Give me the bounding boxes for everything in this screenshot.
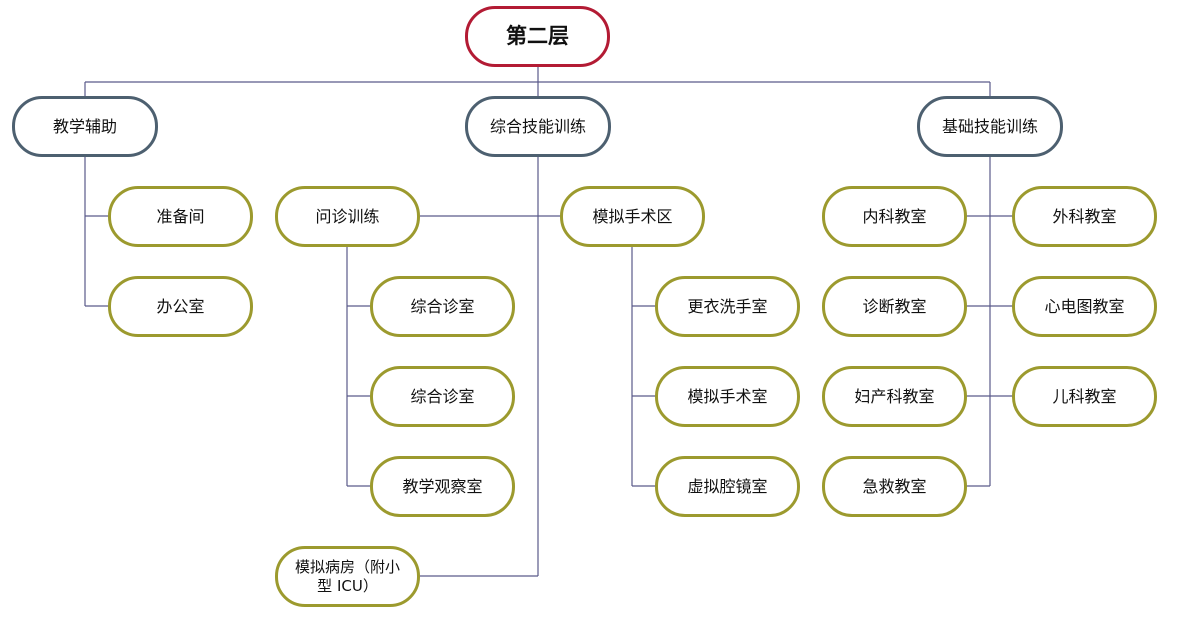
leaf-changing-room-label: 更衣洗手室 [687,296,768,316]
leaf-operating-room-label: 模拟手术室 [687,386,768,406]
leaf-consult-room-1-label: 综合诊室 [410,296,475,316]
leaf-endoscope-room: 虚拟腔镜室 [655,456,800,517]
leaf-surgical: 外科教室 [1012,186,1157,247]
leaf-simulated-ward: 模拟病房（附小 型 ICU） [275,546,420,607]
leaf-observation-room-label: 教学观察室 [402,476,483,496]
leaf-changing-room: 更衣洗手室 [655,276,800,337]
leaf-ecg: 心电图教室 [1012,276,1157,337]
leaf-surgery-area: 模拟手术区 [560,186,705,247]
leaf-pediatric: 儿科教室 [1012,366,1157,427]
category-basic-label: 基础技能训练 [941,116,1038,136]
leaf-consult-room-2: 综合诊室 [370,366,515,427]
leaf-consultation-training-label: 问诊训练 [315,206,380,226]
leaf-operating-room: 模拟手术室 [655,366,800,427]
category-teaching: 教学辅助 [12,96,158,157]
leaf-consult-room-1: 综合诊室 [370,276,515,337]
leaf-office: 办公室 [108,276,253,337]
root-node: 第二层 [465,6,610,67]
root-label: 第二层 [506,24,569,49]
leaf-pediatric-label: 儿科教室 [1052,386,1117,406]
leaf-emergency: 急救教室 [822,456,967,517]
leaf-internal-medicine: 内科教室 [822,186,967,247]
leaf-simulated-ward-line2: 型 ICU） [317,576,378,595]
leaf-consult-room-2-label: 综合诊室 [410,386,475,406]
leaf-prep-room-label: 准备间 [156,206,205,226]
leaf-simulated-ward-line1: 模拟病房（附小 [294,557,400,576]
leaf-obgyn-label: 妇产科教室 [854,386,935,406]
leaf-consultation-training: 问诊训练 [275,186,420,247]
leaf-diagnosis-label: 诊断教室 [862,296,927,316]
leaf-office-label: 办公室 [156,296,205,316]
leaf-surgery-area-label: 模拟手术区 [592,206,673,226]
leaf-obgyn: 妇产科教室 [822,366,967,427]
category-comprehensive-label: 综合技能训练 [489,116,586,136]
leaf-emergency-label: 急救教室 [862,476,927,496]
category-teaching-label: 教学辅助 [52,116,117,136]
category-basic: 基础技能训练 [917,96,1063,157]
leaf-observation-room: 教学观察室 [370,456,515,517]
category-comprehensive: 综合技能训练 [465,96,611,157]
leaf-endoscope-room-label: 虚拟腔镜室 [687,476,768,496]
leaf-diagnosis: 诊断教室 [822,276,967,337]
leaf-surgical-label: 外科教室 [1052,206,1117,226]
leaf-prep-room: 准备间 [108,186,253,247]
leaf-internal-medicine-label: 内科教室 [862,206,927,226]
leaf-ecg-label: 心电图教室 [1044,296,1125,316]
